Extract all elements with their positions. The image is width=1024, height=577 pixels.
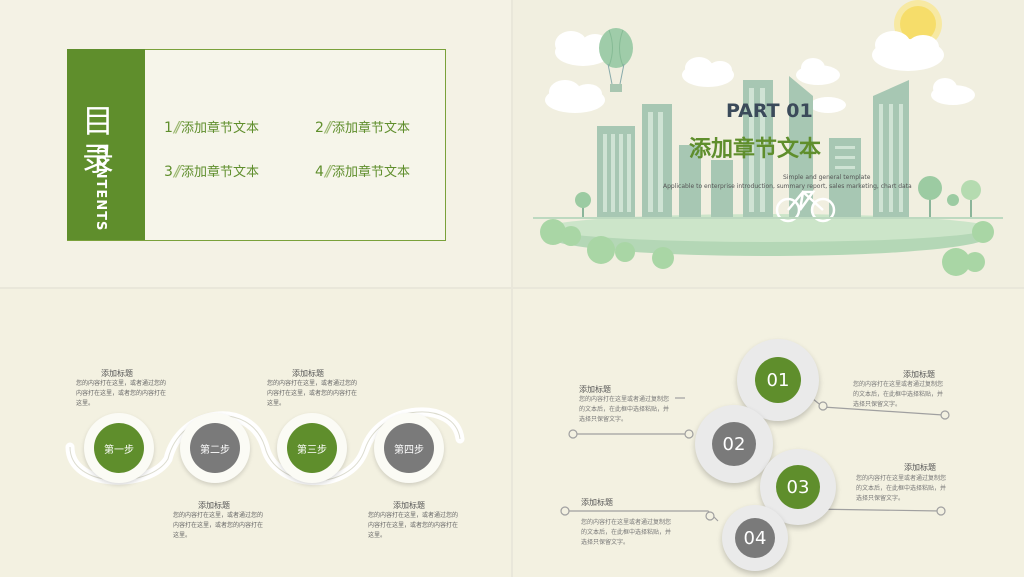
contents-item-label: 添加章节文本 — [181, 165, 260, 180]
step-3-heading: 添加标题 — [292, 369, 324, 378]
part-subtitle-line-1: Simple and general template — [783, 174, 871, 181]
contents-item-number: 2 — [315, 120, 324, 136]
contents-item-number: 4 — [315, 164, 324, 180]
step-4-circle[interactable]: 第四步 — [384, 423, 434, 473]
part-title: 添加章节文本 — [689, 137, 822, 162]
city-illustration — [533, 0, 1003, 276]
step-2-body: 您的内容打在这里，或者通过您的内容打在这里，或者您的内容打在这里。 — [173, 512, 264, 539]
item-04-body: 您的内容打在这里或者通过复制您的文本后，在此框中选择粘贴，并选择只保留文字。 — [581, 519, 672, 546]
number-02-circle[interactable]: 02 — [712, 422, 756, 466]
slide-numbered-list[interactable]: 01 02 03 04 添加标题 您的内容打在这里或者通过复制您的文本后，在此框… — [513, 289, 1024, 577]
slide-part-01[interactable]: PART 01 添加章节文本 Simple and general templa… — [513, 0, 1024, 287]
number-01-circle[interactable]: 01 — [755, 357, 801, 403]
contents-item-label: 添加章节文本 — [332, 121, 411, 136]
contents-green-panel — [67, 49, 145, 240]
step-3-circle[interactable]: 第三步 — [287, 423, 337, 473]
number-04-circle[interactable]: 04 — [735, 518, 775, 558]
contents-item-label: 添加章节文本 — [332, 165, 411, 180]
contents-item-number: 1 — [164, 120, 173, 136]
item-03-heading: 添加标题 — [904, 463, 936, 472]
slide-steps[interactable]: 添加标题 您的内容打在这里，或者通过您的内容打在这里，或者您的内容打在这里。 添… — [0, 289, 511, 577]
contents-title: 目录 — [81, 102, 114, 178]
item-01-body: 您的内容打在这里或者通过复制您的文本后，在此框中选择粘贴，并选择只保留文字。 — [579, 396, 670, 423]
item-04-heading: 添加标题 — [581, 498, 613, 507]
contents-item-3: 3//添加章节文本 — [164, 161, 259, 180]
step-1-body: 您的内容打在这里，或者通过您的内容打在这里，或者您的内容打在这里。 — [76, 380, 167, 407]
slash-divider: // — [324, 162, 332, 180]
part-subtitle: Simple and general template Applicable t… — [663, 173, 912, 191]
cloud-icons — [545, 31, 975, 113]
bicycle-icon — [775, 190, 836, 223]
step-2-heading: 添加标题 — [198, 501, 230, 510]
contents-item-4: 4//添加章节文本 — [315, 161, 410, 180]
step-4-body: 您的内容打在这里，或者通过您的内容打在这里，或者您的内容打在这里。 — [368, 512, 459, 539]
contents-item-label: 添加章节文本 — [181, 121, 260, 136]
step-4-heading: 添加标题 — [393, 501, 425, 510]
part-number: PART 01 — [726, 100, 813, 122]
contents-item-number: 3 — [164, 164, 173, 180]
number-03-circle[interactable]: 03 — [776, 465, 820, 509]
slash-divider: // — [173, 162, 181, 180]
step-2-circle[interactable]: 第二步 — [190, 423, 240, 473]
part-subtitle-line-2: Applicable to enterprise introduction, s… — [663, 183, 912, 190]
step-1-heading: 添加标题 — [101, 369, 133, 378]
item-03-body: 您的内容打在这里或者通过复制您的文本后，在此框中选择粘贴，并选择只保留文字。 — [856, 475, 947, 502]
slide-contents[interactable]: 目录 CONTENTS 1//添加章节文本 2//添加章节文本 3//添加章节文… — [0, 0, 511, 287]
step-1-circle[interactable]: 第一步 — [94, 423, 144, 473]
item-02-heading: 添加标题 — [903, 370, 935, 379]
slash-divider: // — [173, 118, 181, 136]
tree-icons — [575, 176, 981, 218]
item-02-body: 您的内容打在这里或者通过复制您的文本后，在此框中选择粘贴，并选择只保留文字。 — [853, 381, 944, 408]
contents-item-2: 2//添加章节文本 — [315, 117, 410, 136]
bush-icons — [540, 219, 994, 276]
leader-lines — [560, 397, 950, 522]
step-3-body: 您的内容打在这里，或者通过您的内容打在这里，或者您的内容打在这里。 — [267, 380, 358, 407]
hot-air-balloon-icon — [599, 28, 633, 92]
contents-title-en: CONTENTS — [93, 145, 108, 232]
building-windows — [603, 88, 903, 212]
slash-divider: // — [324, 118, 332, 136]
contents-item-1: 1//添加章节文本 — [164, 117, 259, 136]
item-01-heading: 添加标题 — [579, 385, 611, 394]
